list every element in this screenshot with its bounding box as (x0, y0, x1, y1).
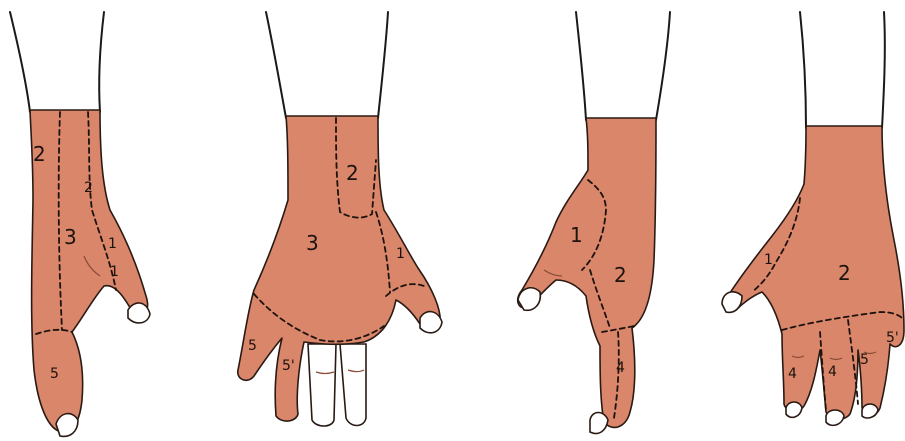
hand-2-label-a: 2 (346, 161, 359, 185)
hand-4-fingertip-1 (786, 402, 802, 417)
hand-4-forearm (800, 12, 885, 128)
hand-3: 1 2 4 (518, 12, 670, 434)
hand-4-label-d: 4 (828, 364, 837, 380)
hand-4-label-b: 2 (838, 261, 851, 285)
hand-2-label-d: 5 (248, 338, 257, 354)
hand-3-fingertip (590, 413, 608, 434)
hand-4-fingertip-2 (826, 410, 844, 425)
hand-1-thumbnail (128, 303, 150, 323)
hand-1-label-d: 1 (108, 236, 117, 252)
hand-2-middle-finger (340, 344, 366, 426)
hand-3-label-a: 1 (570, 223, 583, 247)
hand-4-label-c: 4 (788, 366, 797, 382)
hand-4-label-e: 5 (860, 352, 869, 368)
hand-3-label-c: 4 (616, 360, 625, 376)
hand-1-fingertip (56, 414, 78, 437)
hand-2-thumbnail (420, 312, 442, 333)
hand-2-label-b: 3 (306, 231, 319, 255)
hand-3-forearm (576, 12, 670, 120)
hand-2-label-e: 5' (282, 358, 295, 374)
hand-4-fingertip-3 (862, 404, 878, 418)
hand-1-label-b: 3 (64, 225, 77, 249)
hand-4-label-a: 1 (764, 252, 773, 268)
hand-4-thumbnail (722, 292, 742, 313)
hand-2: 2 3 1 5 5' (238, 12, 442, 426)
hand-1-label-a: 2 (33, 142, 46, 166)
hand-2-skin (238, 116, 440, 421)
hand-4-skin (725, 126, 904, 419)
hand-4-label-f: 5' (886, 330, 899, 346)
hand-4: 1 2 4 4 5 5' (722, 12, 904, 425)
hand-1-label-c: 2 (84, 180, 93, 196)
hand-1-forearm (10, 12, 104, 112)
hand-1-label-f: 5 (50, 366, 59, 382)
hand-3-thumbnail (518, 288, 540, 310)
hand-3-skin (518, 118, 656, 427)
hand-2-label-c: 1 (396, 246, 405, 262)
hand-3-label-b: 2 (614, 263, 627, 287)
hand-1: 2 3 2 1 1 5 (10, 12, 150, 436)
hand-1-label-e: 1 (110, 264, 119, 280)
hand-2-forearm (266, 12, 388, 118)
hand-2-index-finger (308, 344, 336, 426)
